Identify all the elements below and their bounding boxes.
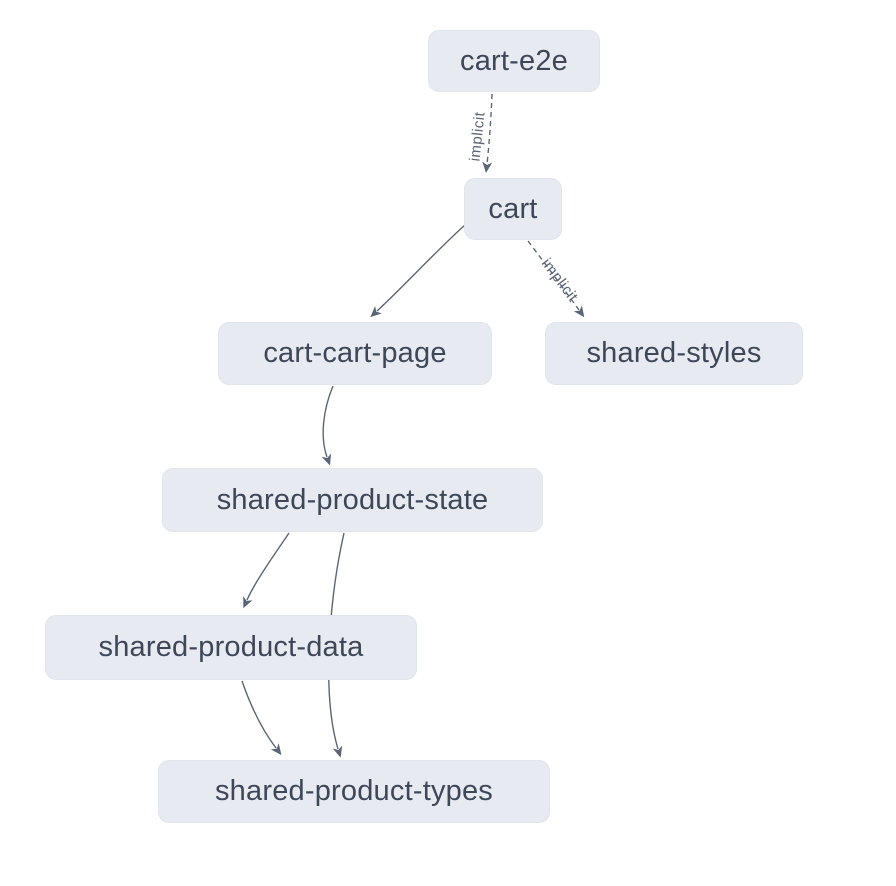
edge-cart-to-cart-cart-page [370,224,466,318]
graph-node-cart-cart-page[interactable]: cart-cart-page [218,322,492,385]
edge-label-cart-e2e-to-cart: implicit [466,111,488,163]
edge-cart-e2e-to-cart [482,93,493,173]
graph-node-shared-product-types[interactable]: shared-product-types [158,760,550,823]
graph-node-shared-styles[interactable]: shared-styles [545,322,803,385]
graph-node-cart[interactable]: cart [464,178,562,240]
edge-cart-cart-page-to-shared-product-state [321,385,334,466]
edge-cart-to-shared-styles [527,240,585,318]
edge-shared-product-state-to-shared-product-data [243,532,290,609]
edge-label-cart-to-shared-styles: implicit [538,255,582,305]
edge-shared-product-data-to-shared-product-types [241,680,282,756]
graph-node-cart-e2e[interactable]: cart-e2e [428,30,600,92]
graph-node-shared-product-state[interactable]: shared-product-state [162,468,543,532]
graph-node-shared-product-data[interactable]: shared-product-data [45,615,417,680]
